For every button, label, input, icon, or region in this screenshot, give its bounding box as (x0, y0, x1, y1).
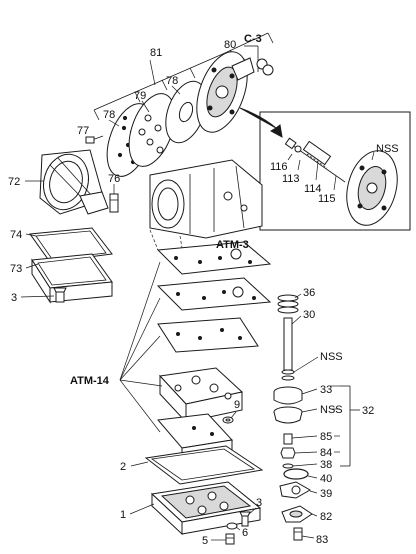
separator-plate-3 (157, 317, 259, 353)
label-82: 82 (320, 511, 332, 523)
label-nss-mid-1: NSS (320, 351, 343, 363)
label-73: 73 (10, 263, 22, 275)
label-atm3: ATM-3 (216, 239, 249, 251)
label-81: 81 (150, 47, 162, 59)
gasket-74 (25, 227, 113, 263)
nut-84 (280, 447, 318, 459)
label-83: 83 (316, 534, 328, 546)
detail-box (259, 111, 411, 231)
label-2: 2 (120, 461, 126, 473)
c3-bracket (244, 45, 274, 76)
label-39: 39 (320, 488, 332, 500)
piston-33 (273, 386, 318, 405)
label-6: 6 (242, 527, 248, 539)
label-1: 1 (120, 509, 126, 521)
detail-arrow (239, 107, 283, 138)
valve-body (158, 367, 244, 424)
label-3-lower: 3 (256, 497, 262, 509)
rod-30 (283, 315, 302, 371)
bolt-3-lower (239, 507, 257, 527)
separator-plate-1 (156, 241, 272, 275)
plate-79 (128, 93, 176, 167)
oil-pan-1 (129, 481, 262, 536)
label-114: 114 (304, 183, 322, 195)
bracket-32 (330, 385, 360, 467)
label-40: 40 (320, 473, 332, 485)
seal-ring-nss-1 (281, 356, 319, 381)
cap-82 (281, 505, 318, 523)
spring-36 (277, 293, 302, 314)
washer-9 (222, 411, 237, 424)
label-36: 36 (303, 287, 315, 299)
label-38: 38 (320, 459, 332, 471)
cup-nss-2 (273, 406, 318, 424)
label-77: 77 (77, 125, 89, 137)
drain-plug-3-upper (20, 287, 67, 303)
label-5: 5 (202, 535, 208, 547)
part-77-pin (85, 135, 104, 144)
bracket-81 (93, 32, 274, 121)
label-72: 72 (8, 176, 20, 188)
label-115: 115 (318, 193, 336, 205)
bolt-5 (211, 533, 235, 545)
label-116: 116 (270, 161, 288, 173)
clip-38 (282, 463, 318, 469)
label-nss-top: NSS (376, 143, 399, 155)
label-atm14: ATM-14 (70, 375, 110, 387)
plug-85 (283, 433, 318, 445)
label-84: 84 (320, 447, 332, 459)
housing-72 (25, 149, 109, 215)
label-nss-mid-2: NSS (320, 404, 343, 416)
label-c3: C-3 (244, 33, 262, 45)
plate-78-right (165, 80, 207, 144)
label-113: 113 (282, 173, 300, 185)
label-33: 33 (320, 384, 332, 396)
label-78-left: 78 (103, 109, 115, 121)
label-32: 32 (362, 405, 374, 417)
label-3-upper: 3 (11, 292, 17, 304)
label-79: 79 (134, 90, 146, 102)
label-9: 9 (234, 399, 240, 411)
label-78-right: 78 (166, 75, 178, 87)
separator-plate-2 (156, 277, 272, 311)
part-76-stud (109, 184, 119, 213)
label-80: 80 (224, 39, 236, 51)
gasket-2 (130, 445, 264, 485)
label-76: 76 (108, 173, 120, 185)
bolt-83 (293, 527, 315, 541)
atm14-leaders (119, 229, 183, 433)
ring-40 (283, 468, 318, 480)
pump-body (196, 51, 255, 133)
oil-pan-73 (25, 253, 113, 304)
washer-6 (226, 522, 241, 531)
label-30: 30 (303, 309, 315, 321)
label-74: 74 (10, 229, 22, 241)
label-85: 85 (320, 431, 332, 443)
transmission-case (149, 159, 263, 239)
cover-39 (279, 481, 318, 499)
